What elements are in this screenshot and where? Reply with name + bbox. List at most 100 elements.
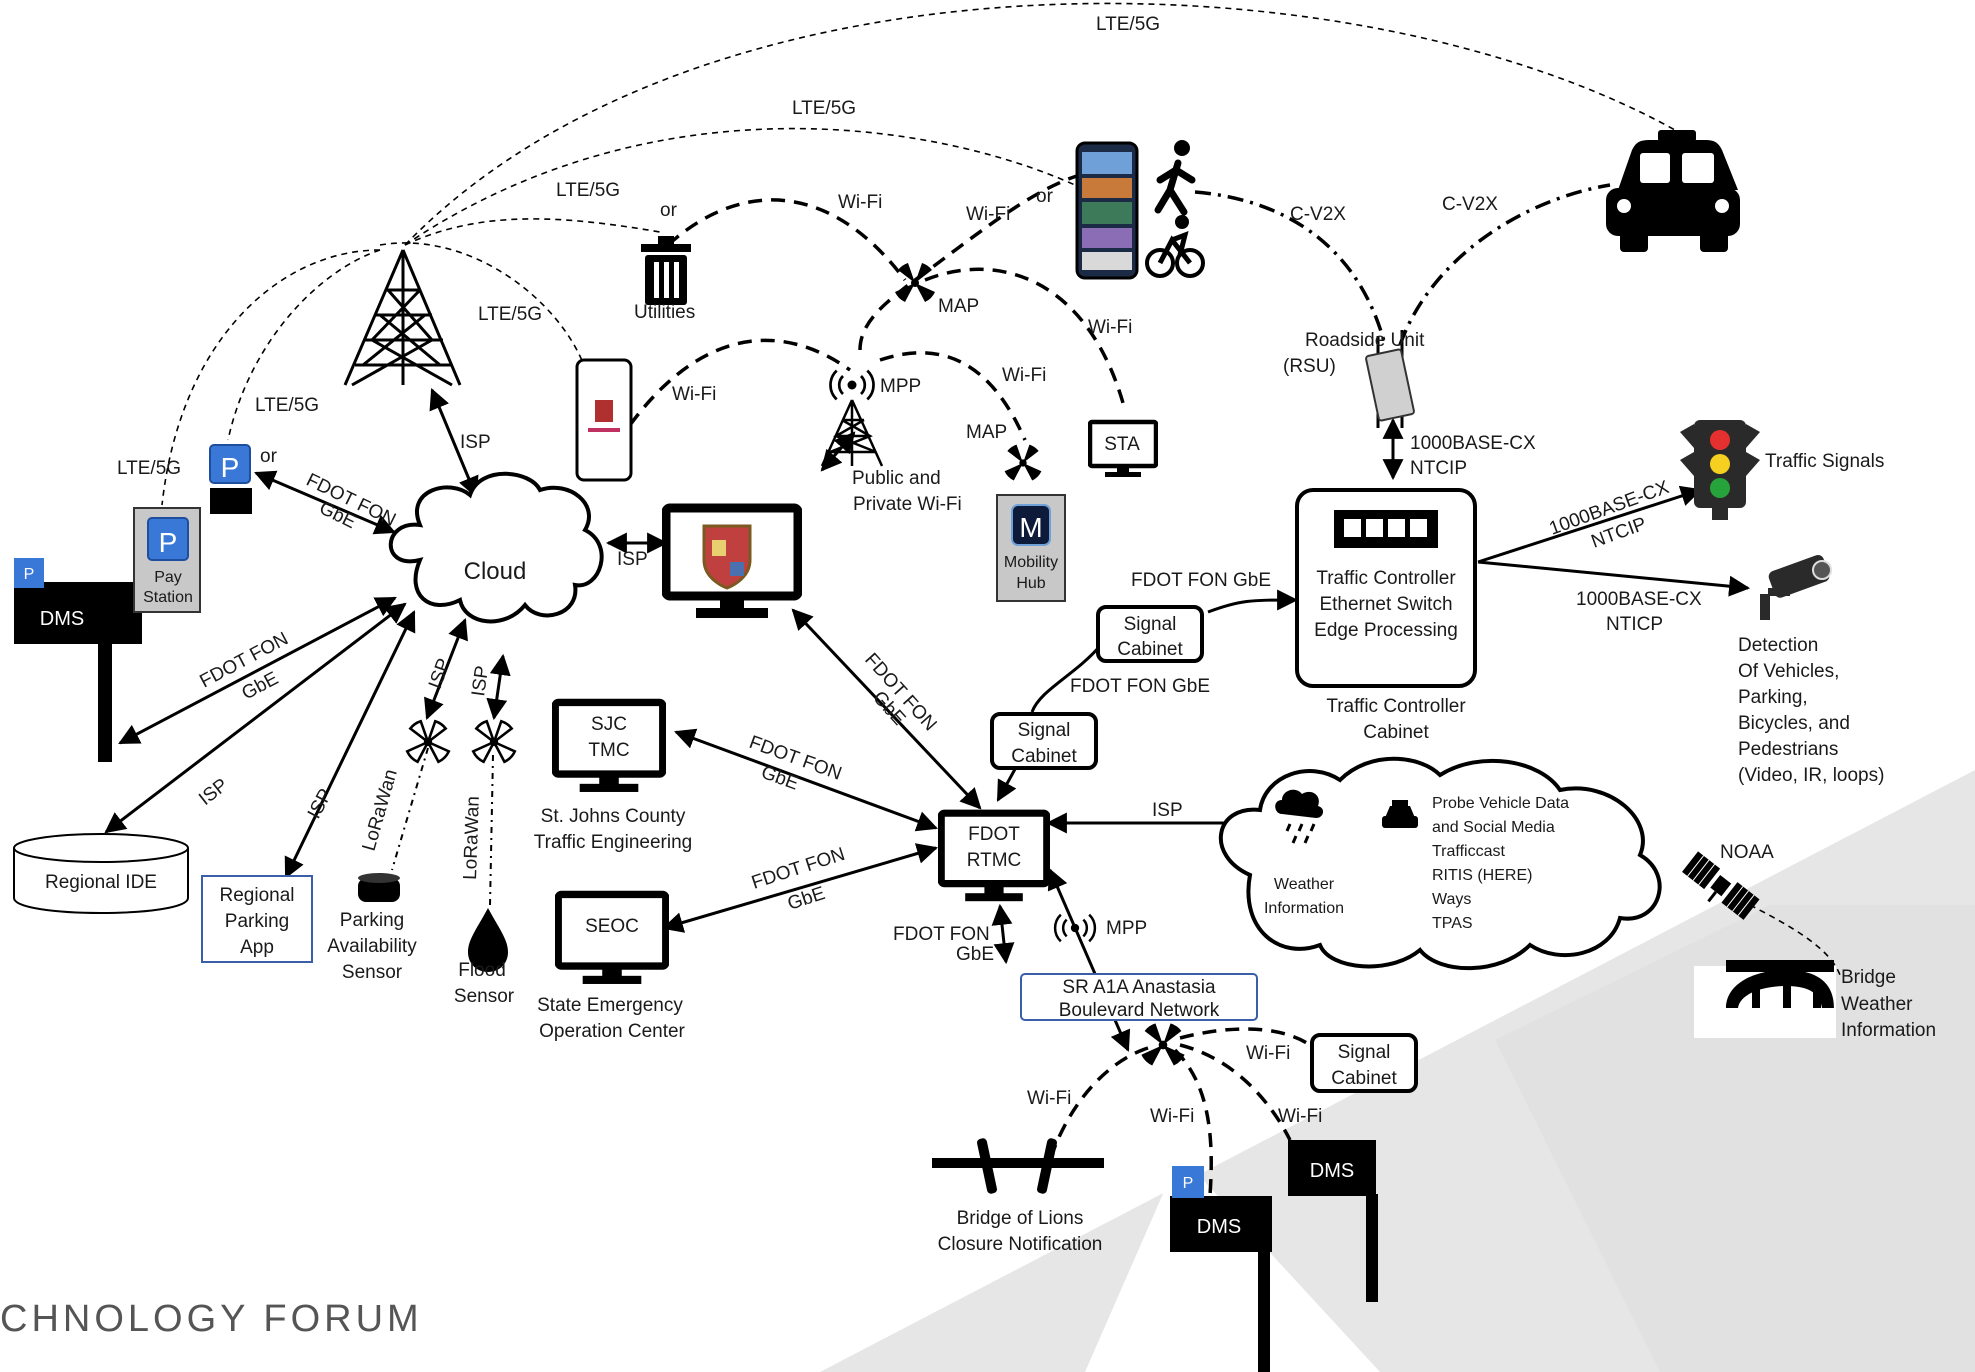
wifi-link-app-mpp <box>628 338 852 427</box>
wired-links <box>104 388 1751 1052</box>
mobility-hub-label-2: Hub <box>1016 575 1045 592</box>
dms-sign-bottom-right <box>1288 1140 1378 1302</box>
map-access-point-hub-icon <box>1004 444 1042 481</box>
fon-label-5b: GbE <box>785 883 828 915</box>
wifi-label-7: Wi-Fi <box>1150 1106 1194 1127</box>
traffic-light-icon <box>1680 420 1760 520</box>
parking-sensor-label-3: Sensor <box>342 962 403 983</box>
utilities-trash-icon <box>641 236 691 305</box>
isp-label-1: ISP <box>460 432 491 453</box>
pedestrian-icon <box>1154 140 1196 216</box>
detection-label-5: Pedestrians <box>1738 739 1838 760</box>
isp-label-2: ISP <box>617 549 648 570</box>
lorawan-label-1: LoRaWan <box>359 767 402 853</box>
lte-label-top: LTE/5G <box>1096 14 1160 35</box>
bridge-lions-label-2: Closure Notification <box>938 1234 1103 1255</box>
dms-bottom-label-1: DMS <box>1197 1216 1241 1238</box>
traffic-controller-box <box>1295 488 1477 688</box>
regional-parking-label-1: Regional <box>220 885 295 906</box>
seoc-caption-1: State Emergency <box>537 995 683 1016</box>
noaa-link <box>1739 899 1841 976</box>
regional-parking-label-3: App <box>240 937 274 958</box>
tc-cabinet-label-1: Traffic Controller <box>1326 696 1466 717</box>
cx-label-1a: 1000BASE-CX <box>1410 433 1536 454</box>
wifi-label-2: Wi-Fi <box>966 204 1010 225</box>
flood-sensor-label-1: Flood <box>458 960 506 981</box>
lte-link-parking <box>227 249 381 441</box>
map-access-point-icon <box>895 263 935 302</box>
dms-left-label: DMS <box>40 608 84 630</box>
wifi-label-5: Wi-Fi <box>1002 365 1046 386</box>
parking-sensor-label-2: Availability <box>327 936 417 957</box>
fon-label-6a: FDOT FON <box>893 924 990 945</box>
wireless-links <box>161 2 1841 1196</box>
rain-cloud-icon <box>1275 789 1324 844</box>
pay-station-icon <box>133 507 201 613</box>
regional-ide-database <box>13 833 189 914</box>
lorawan-link-1 <box>391 747 429 871</box>
isp-label-5: ISP <box>304 785 337 822</box>
flood-sensor-drop-icon <box>468 908 508 972</box>
regional-ide-label: Regional IDE <box>45 872 157 893</box>
mpp-label-2: MPP <box>1106 918 1147 939</box>
lte-link-app <box>379 242 586 369</box>
rsu-label-1: Roadside Unit <box>1305 330 1425 351</box>
cv2x-label-2: C-V2X <box>1442 194 1498 215</box>
probe-label-3: Trafficcast <box>1432 843 1505 860</box>
bridge-arches-icon <box>1726 960 1834 1008</box>
mpp-rtmc-icon <box>1053 913 1097 943</box>
cv2x-link-ped <box>1194 190 1387 346</box>
lorawan-gateway-icon-1 <box>405 719 451 764</box>
mpp-antenna-icon <box>829 369 875 401</box>
bridge-weather-label-3: Information <box>1841 1020 1936 1041</box>
tc-cabinet-label-2: Cabinet <box>1363 722 1429 743</box>
data-sources-cloud-shape <box>1218 756 1662 971</box>
detection-label-6: (Video, IR, loops) <box>1738 765 1884 786</box>
map-label-1: MAP <box>938 296 979 317</box>
wifi-label-4: Wi-Fi <box>672 384 716 405</box>
sr-a1a-label-2: Boulevard Network <box>1059 1000 1220 1021</box>
lte-label-5: LTE/5G <box>255 395 319 416</box>
mobility-hub-letter: M <box>1019 512 1042 543</box>
probe-label-4: RITIS (HERE) <box>1432 867 1532 884</box>
lte-label-2: LTE/5G <box>792 98 856 119</box>
detection-label-3: Parking, <box>1738 687 1808 708</box>
wifi-label-3: Wi-Fi <box>1088 317 1132 338</box>
isp-label-3: ISP <box>1152 800 1183 821</box>
public-wifi-label-1: Public and <box>852 468 941 489</box>
wifi-tower-icon <box>820 399 884 467</box>
footer-banner-text: CHNOLOGY FORUM <box>0 1298 423 1340</box>
mobility-hub-label-1: Mobility <box>1004 554 1058 571</box>
signal-cabinet-c-label-1: Signal <box>1338 1042 1391 1063</box>
fon-label-6b: GbE <box>956 944 994 965</box>
wifi-label-1: Wi-Fi <box>838 192 882 213</box>
lte-label-3: LTE/5G <box>556 180 620 201</box>
dms-bottom-badge: P <box>1183 1175 1194 1192</box>
rsu-label-2: (RSU) <box>1283 356 1336 377</box>
wifi-label-8: Wi-Fi <box>1278 1106 1322 1127</box>
sjc-label-1: St. Johns County <box>541 806 686 827</box>
regional-parking-app-box <box>201 875 313 963</box>
cv2x-label-1: C-V2X <box>1290 204 1346 225</box>
cx-label-3b: NTICP <box>1606 614 1663 635</box>
detection-label-1: Detection <box>1738 635 1818 656</box>
seoc-monitor-icon <box>558 894 665 984</box>
or-label-1: or <box>660 200 678 221</box>
pay-station-badge: P <box>159 527 178 558</box>
parking-sign-icon <box>209 444 252 514</box>
or-label-3: or <box>260 446 278 467</box>
flood-sensor-label-2: Sensor <box>454 986 515 1007</box>
isp-label-7: ISP <box>468 664 493 697</box>
parking-sensor-label-1: Parking <box>340 910 404 931</box>
signal-cabinet-b <box>990 712 1098 770</box>
detection-label-4: Bicycles, and <box>1738 713 1850 734</box>
bridge-weather-label-1: Bridge <box>1841 967 1896 988</box>
cell-tower-icon <box>343 249 462 387</box>
probe-vehicle-icon <box>1382 800 1418 828</box>
probe-label-1: Probe Vehicle Data <box>1432 795 1569 812</box>
cx-label-3a: 1000BASE-CX <box>1576 589 1702 610</box>
mpp-label-1: MPP <box>880 376 921 397</box>
cyclist-icon <box>1145 215 1205 278</box>
roadside-unit-icon <box>1365 330 1415 428</box>
